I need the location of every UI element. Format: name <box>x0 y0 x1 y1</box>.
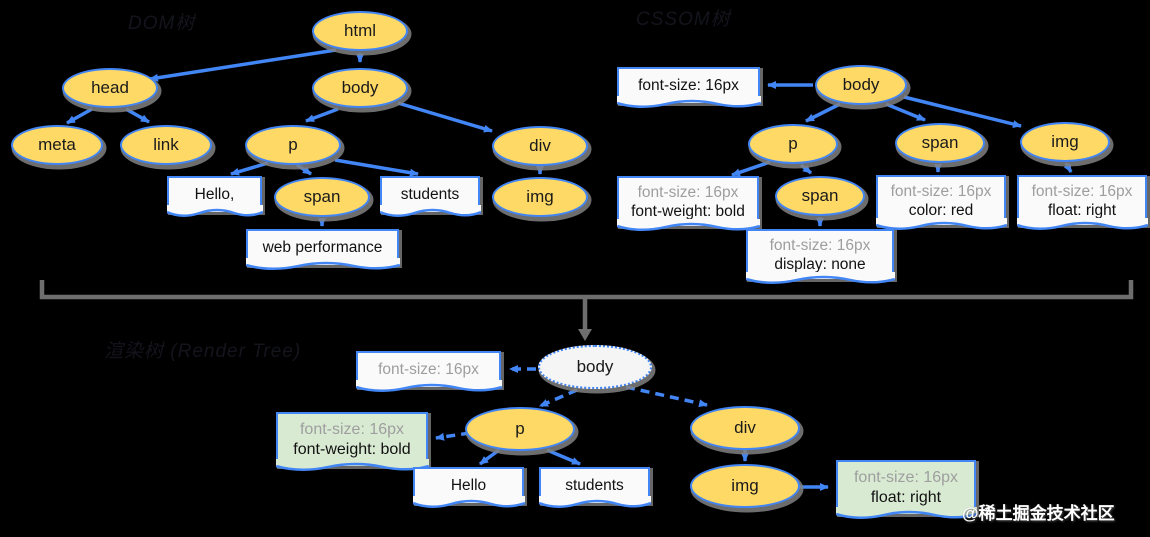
edge-dom-head-meta <box>66 107 93 125</box>
render-note-body-line: font-size: 16px <box>378 361 479 379</box>
cssom-note-body: font-size: 16px <box>616 67 761 108</box>
dom-section-label: DOM树 <box>128 13 196 34</box>
dom-textnode-web-performance-label: web performance <box>262 239 383 257</box>
dom-textnode-hello-label: Hello, <box>194 186 235 204</box>
edge-dom-html-head <box>149 48 337 82</box>
edge-cssom-p-note <box>731 160 771 177</box>
edge-dom-p-students <box>334 158 419 177</box>
dom-node-img: img <box>492 177 588 217</box>
dom-textnode-students: students <box>379 176 481 217</box>
render-node-body: body <box>538 345 652 389</box>
render-note-p: font-size: 16px font-weight: bold <box>275 412 429 471</box>
dom-node-head: head <box>62 68 158 108</box>
render-note-img: font-size: 16px float: right <box>835 460 977 519</box>
edge-render-p-hello <box>478 448 501 466</box>
cssom-note-img-line1: font-size: 16px <box>1031 182 1133 200</box>
edge-dom-p-hello <box>230 161 269 176</box>
cssom-note-span-nested-line2: display: none <box>774 256 866 273</box>
cssom-note-img: font-size: 16px float: right <box>1016 175 1148 230</box>
edge-render-body-p <box>539 388 578 408</box>
render-node-img: img <box>690 464 800 508</box>
note-wave-edge <box>616 219 760 231</box>
note-wave-edge <box>275 459 429 471</box>
dom-node-p: p <box>245 125 341 165</box>
cssom-section-label: CSSOM树 <box>636 9 731 30</box>
render-section-label: 渲染树 (Render Tree) <box>104 341 302 362</box>
bracket-merge-arrowhead <box>578 329 592 341</box>
edge-cssom-p-span <box>799 163 813 175</box>
render-textnode-students: students <box>538 467 651 508</box>
cssom-note-p: font-size: 16px font-weight: bold <box>616 176 760 231</box>
edge-dom-p-span <box>296 163 312 176</box>
cssom-note-span-line2: color: red <box>908 202 974 219</box>
edge-render-p-students <box>546 448 581 466</box>
cssom-note-span-nested-line1: font-size: 16px <box>769 236 871 254</box>
render-note-p-line1: font-size: 16px <box>299 421 405 438</box>
edge-dom-body-div <box>397 101 493 133</box>
dom-node-div: div <box>492 126 588 166</box>
dom-node-link: link <box>120 125 212 165</box>
cssom-note-span: font-size: 16px color: red <box>875 175 1007 230</box>
note-wave-edge <box>1016 218 1148 230</box>
note-wave-edge <box>538 496 651 508</box>
dom-node-span: span <box>274 177 370 217</box>
bracket-merge-line <box>39 280 1134 300</box>
render-textnode-hello: Hello <box>412 467 525 508</box>
note-wave-edge <box>835 507 977 519</box>
render-note-img-line1: font-size: 16px <box>853 469 959 486</box>
edge-render-body-div <box>625 385 708 408</box>
dom-node-meta: meta <box>11 125 103 165</box>
cssom-node-span: span <box>895 123 985 163</box>
dom-node-html: html <box>312 11 408 51</box>
dom-textnode-students-label: students <box>400 186 460 204</box>
edge-render-p-note <box>435 431 471 441</box>
cssom-node-span-nested: span <box>775 176 865 216</box>
cssom-note-p-line1: font-size: 16px <box>637 183 739 201</box>
cssom-node-body: body <box>815 65 907 105</box>
dom-textnode-web-performance: web performance <box>245 229 400 270</box>
render-note-img-line2: float: right <box>870 489 942 506</box>
cssom-note-body-line: font-size: 16px <box>638 77 739 95</box>
note-wave-edge <box>379 205 481 217</box>
note-wave-edge <box>355 380 502 392</box>
render-note-body: font-size: 16px <box>355 351 502 392</box>
note-wave-edge <box>745 272 895 284</box>
note-wave-edge <box>616 96 761 108</box>
edge-cssom-body-img <box>903 95 1022 128</box>
cssom-node-img: img <box>1020 122 1110 162</box>
note-wave-edge <box>166 205 263 217</box>
note-wave-edge <box>245 258 400 270</box>
render-textnode-students-label: students <box>565 477 624 495</box>
dom-textnode-hello: Hello, <box>166 176 263 217</box>
edge-dom-body-p <box>305 107 339 123</box>
edge-dom-head-link <box>125 107 150 124</box>
render-node-p: p <box>465 407 575 451</box>
edge-cssom-body-p <box>805 102 841 123</box>
cssom-node-p: p <box>748 124 838 164</box>
cssom-note-span-nested: font-size: 16px display: none <box>745 229 895 284</box>
render-note-p-line2: font-weight: bold <box>293 441 411 458</box>
edge-cssom-img-note <box>1063 162 1073 173</box>
render-node-div: div <box>690 406 800 450</box>
cssom-note-span-line1: font-size: 16px <box>890 182 992 200</box>
dom-node-body: body <box>312 68 408 108</box>
note-wave-edge <box>875 218 1007 230</box>
edge-cssom-body-span <box>885 102 926 122</box>
cssom-note-p-line2: font-weight: bold <box>631 203 745 220</box>
cssom-note-img-line2: float: right <box>1047 202 1117 219</box>
render-textnode-hello-label: Hello <box>450 477 487 495</box>
note-wave-edge <box>412 496 525 508</box>
watermark: @稀土掘金技术社区 <box>962 504 1115 523</box>
